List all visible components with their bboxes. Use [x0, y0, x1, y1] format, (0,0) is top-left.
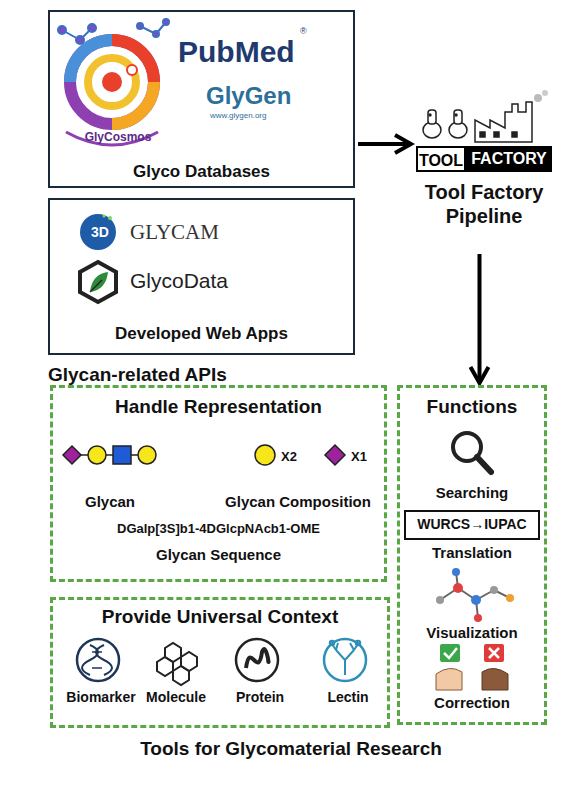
node-text: Glyco Databases: [50, 162, 353, 182]
node-text: Functions: [400, 396, 544, 419]
node-text: Glycan Composition: [213, 493, 383, 511]
node-text: Correction: [400, 694, 544, 712]
node-text: Biomarker: [58, 689, 144, 706]
dashed-panel: Provide Universal ContextBiomarkerMolecu…: [50, 597, 390, 728]
function-icons: [436, 433, 514, 690]
flow-arrow: [478, 254, 482, 383]
label-text: Glycan-related APIs: [48, 364, 308, 387]
webapp-box: 3D GLYCAM GlycoDataDeveloped Web Apps: [48, 198, 355, 355]
dashed-panel: Handle RepresentationX2 X1Glycan Glycan Co…: [50, 385, 387, 582]
glycosmos-logo: [58, 19, 169, 145]
node-text: Searching: [400, 484, 544, 502]
node-text: www.glygen.org: [210, 111, 310, 121]
node-text: X2: [281, 449, 311, 465]
node-text: Visualization: [400, 624, 544, 642]
node-text: WURCS→IUPAC: [406, 516, 538, 533]
node-text: Molecule: [133, 689, 219, 706]
node-text: 3D: [82, 224, 118, 241]
context-icons: [77, 639, 366, 685]
glycodata-logo: [80, 262, 116, 302]
node-text: Glycan Sequence: [53, 546, 384, 564]
node-text: Tool Factory Pipeline: [412, 180, 556, 228]
label-text: Tools for Glycomaterial Research: [20, 738, 562, 761]
node-text: Lectin: [305, 689, 391, 706]
glycan-symbols: [63, 445, 345, 465]
flow-arrow: [358, 142, 411, 146]
pipeline-node: TOOLFACTORY Tool Factory Pipeline: [412, 100, 556, 250]
dashed-panel: WURCS→IUPAC FunctionsSearchingTranslation…: [397, 385, 547, 725]
node-text: Protein: [217, 689, 303, 706]
node-text: PubMed: [178, 34, 328, 70]
node-text: Handle Representation: [53, 396, 384, 419]
node-text: GlyCosmos: [78, 130, 158, 144]
database-box: PubMedGlyGenwww.glygen.orgGlyCosmosGlyco…: [48, 10, 355, 188]
node-text: Translation: [400, 544, 544, 562]
node-text: FACTORY: [466, 146, 552, 172]
node-text: DGalp[3S]b1-4DGlcpNAcb1-OME: [53, 521, 384, 537]
node-text: GlyGen: [206, 82, 306, 111]
node-text: Glycan: [70, 493, 150, 511]
node-text: X1: [351, 449, 381, 465]
label-text: ®: [300, 26, 312, 37]
factory-icons: [423, 90, 548, 142]
node-text: Developed Web Apps: [50, 324, 353, 344]
node-text: GlycoData: [130, 268, 280, 293]
node-text: TOOL: [416, 146, 466, 172]
node-text: Provide Universal Context: [53, 606, 387, 629]
node-text: GLYCAM: [130, 220, 280, 245]
translation-box: WURCS→IUPAC: [404, 510, 540, 540]
